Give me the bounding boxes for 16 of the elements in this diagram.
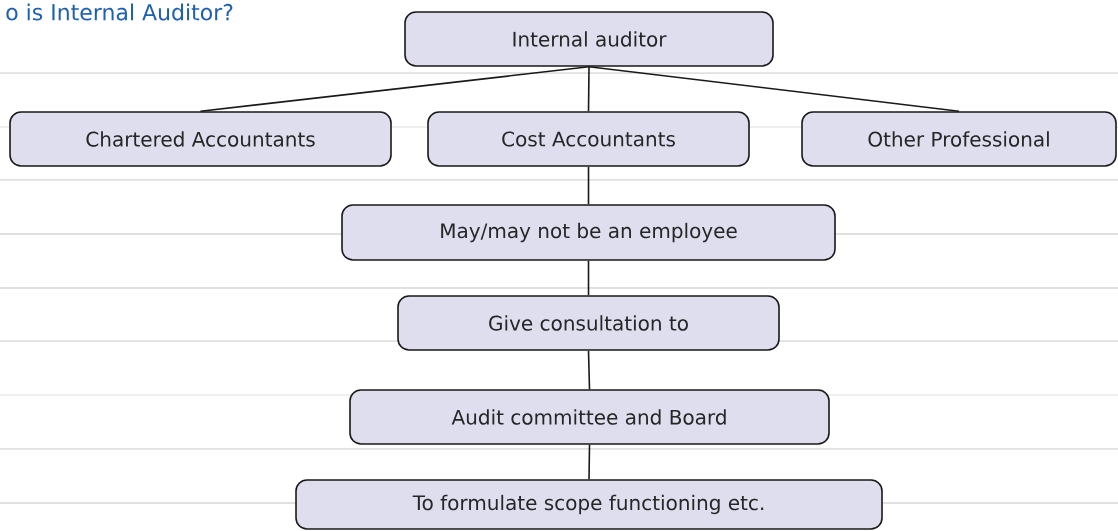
- connector-line: [199, 66, 590, 112]
- process-box: Internal auditor: [404, 11, 774, 67]
- process-box: Give consultation to: [397, 295, 780, 351]
- connector-line: [587, 66, 590, 112]
- process-box: Audit committee and Board: [349, 389, 830, 445]
- process-box: Chartered Accountants: [9, 111, 392, 167]
- connector-line: [588, 444, 591, 480]
- connector-line: [588, 66, 960, 112]
- process-box: Cost Accountants: [427, 111, 750, 167]
- connector-line: [587, 260, 590, 296]
- process-box: May/may not be an employee: [341, 204, 836, 261]
- connector-line: [587, 166, 590, 205]
- heading: o is Internal Auditor?: [6, 3, 233, 21]
- connector-line: [587, 350, 591, 390]
- process-box: To formulate scope functioning etc.: [295, 479, 883, 530]
- process-box: Other Professional: [801, 111, 1117, 167]
